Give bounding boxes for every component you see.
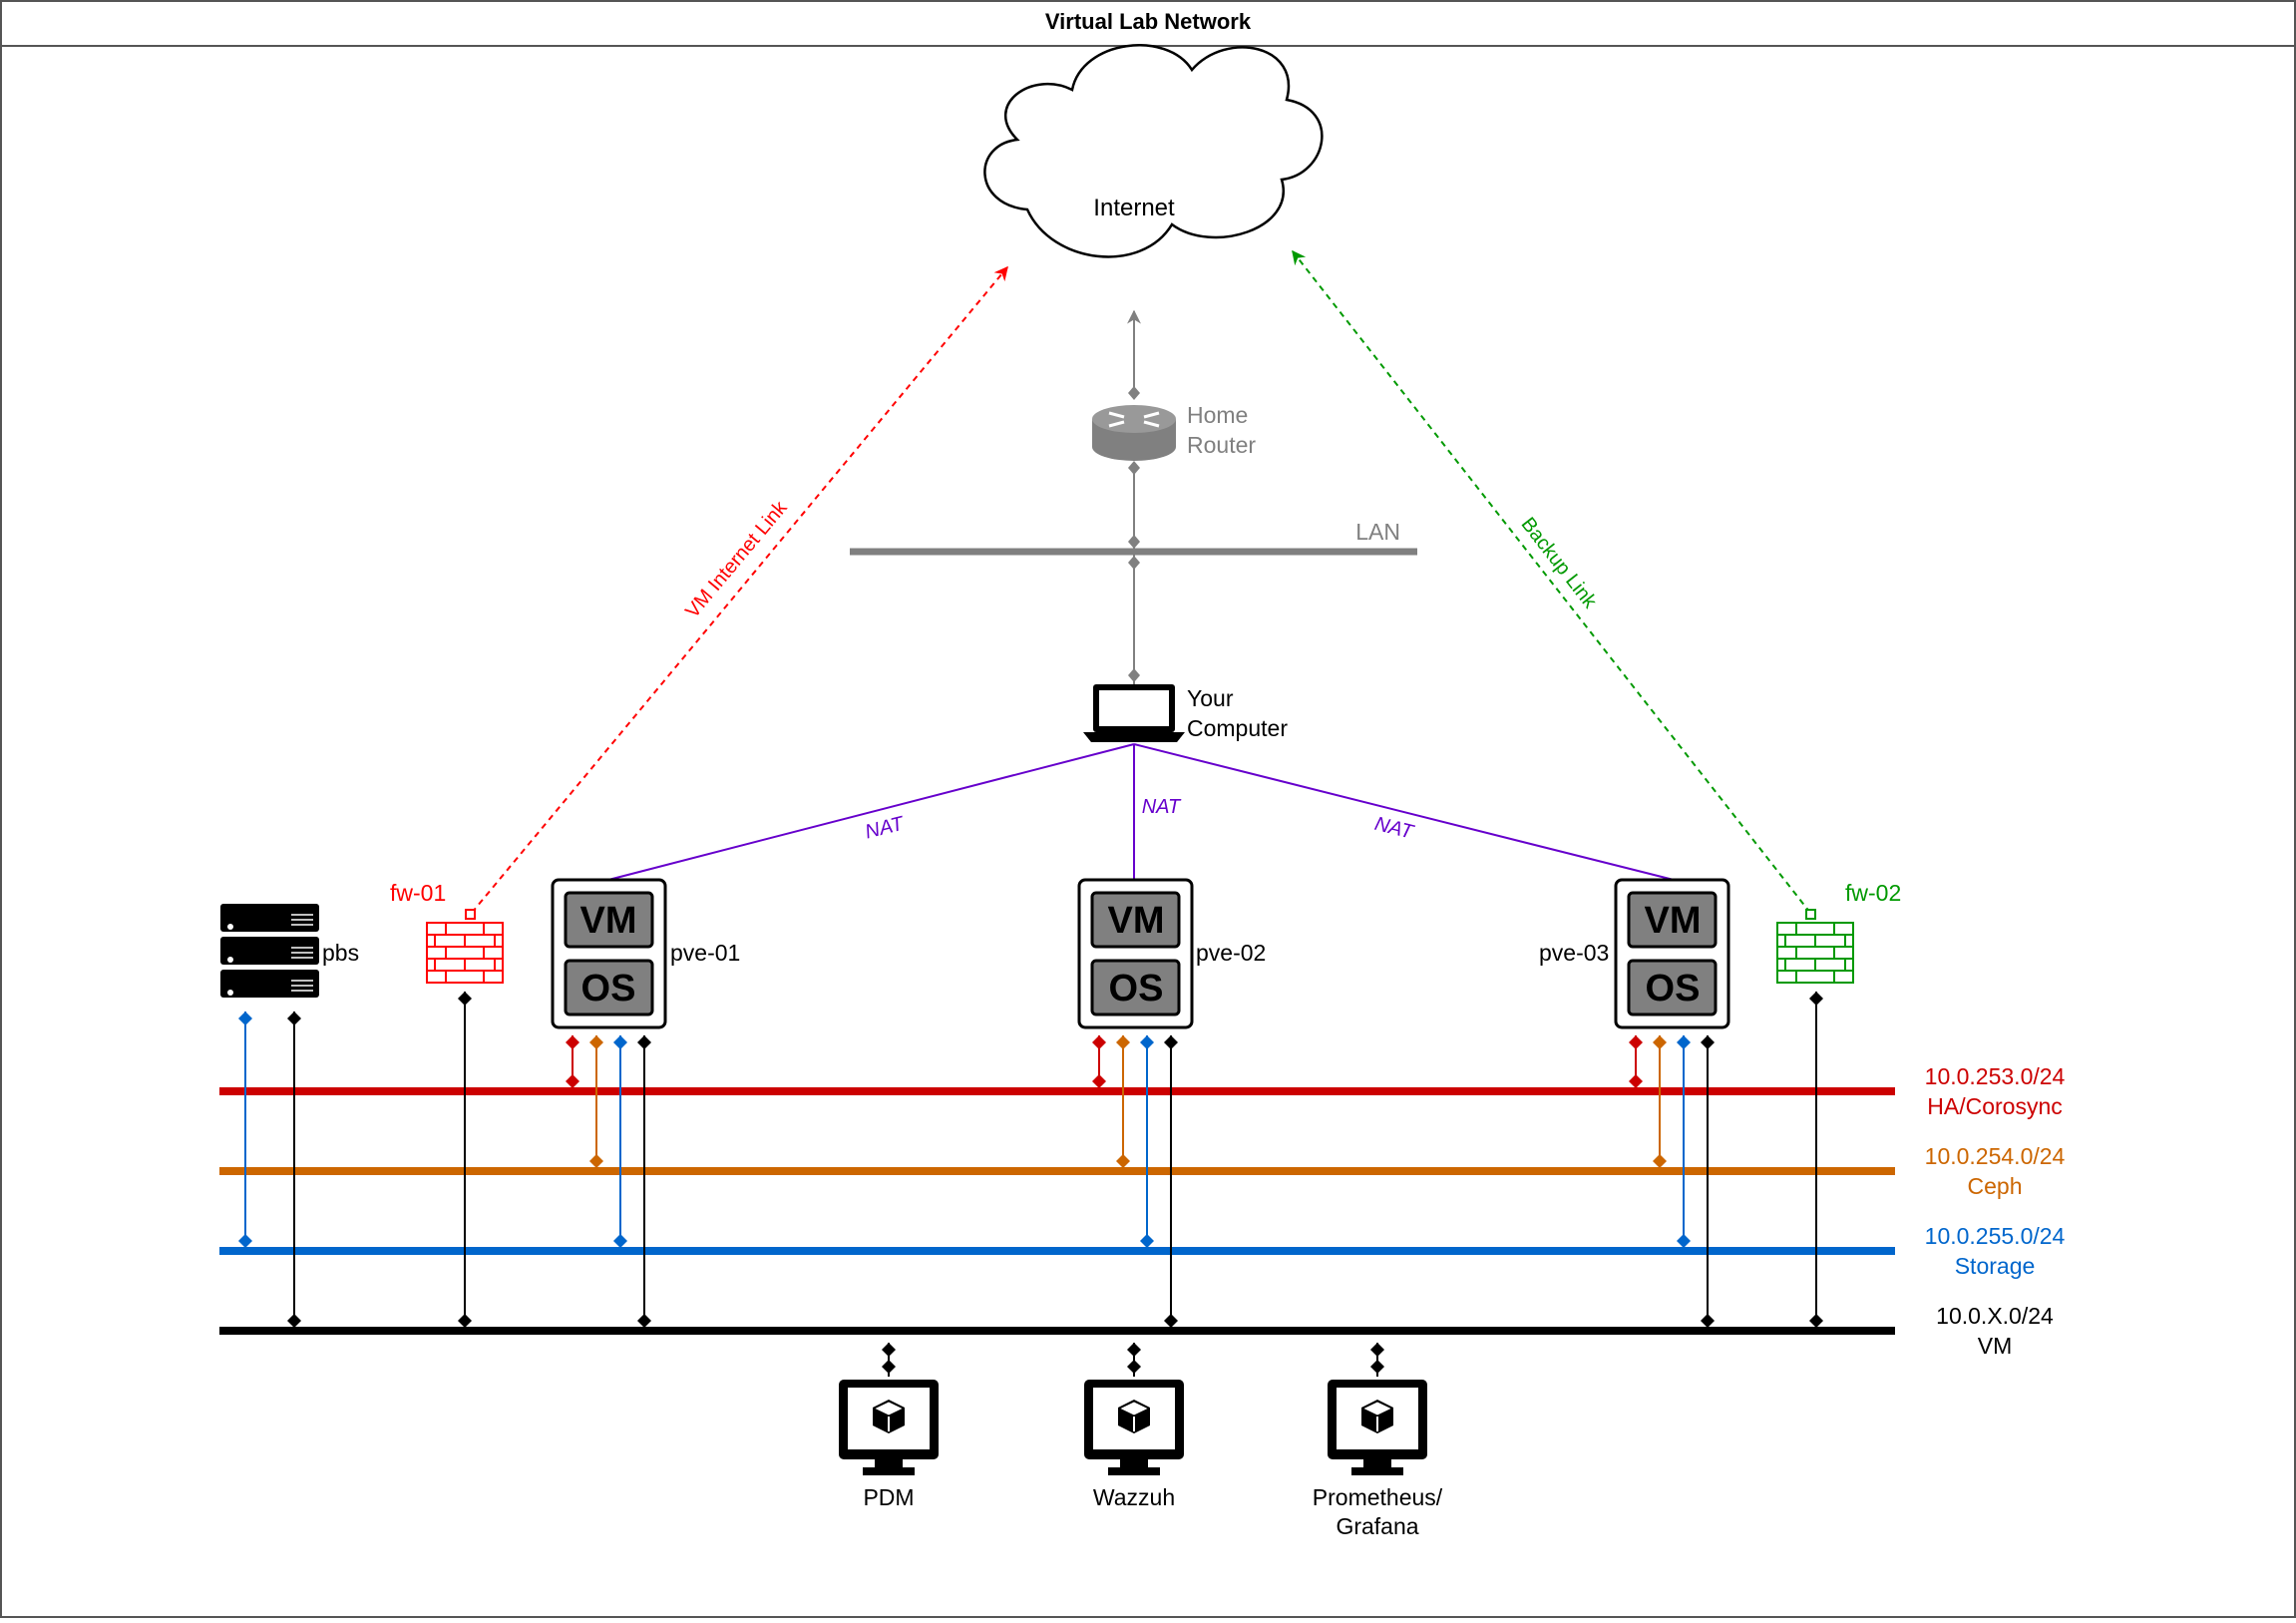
ha-cidr-label: 10.0.253.0/24 [1925, 1063, 2066, 1089]
connector-pve01-storage [613, 1035, 627, 1251]
connector-pve03-vm [1701, 1035, 1715, 1331]
firewall-icon-fw01 [426, 922, 504, 984]
pve02-vm-tag: VM [1108, 900, 1165, 942]
diagram-title: Virtual Lab Network [1045, 9, 1252, 34]
pdm-label: PDM [863, 1484, 914, 1510]
wazzuh-label: Wazzuh [1093, 1484, 1175, 1510]
connector-pbs-vm [287, 1012, 301, 1331]
internet-label: Internet [1093, 195, 1175, 221]
ceph-cidr-label: 10.0.254.0/24 [1925, 1143, 2066, 1169]
connector-pve03-ha [1629, 1035, 1643, 1091]
connector-pve03-ceph [1653, 1035, 1667, 1171]
pdm-vm-icon [838, 1379, 940, 1476]
router-label-line2: Router [1187, 432, 1256, 458]
connector-pve02-ha [1092, 1035, 1106, 1091]
lan-label: LAN [1355, 519, 1400, 545]
router-label-line1: Home [1187, 402, 1248, 428]
backup-link [1292, 249, 1811, 914]
connector-fw02-vm [1809, 992, 1823, 1331]
prometheus-label-line1: Prometheus/ [1313, 1484, 1443, 1510]
nat-links [607, 743, 1675, 881]
computer-label-line2: Computer [1187, 715, 1288, 741]
prometheus-vm-icon [1327, 1379, 1428, 1476]
pve03-vm-tag: VM [1645, 900, 1702, 942]
connector-pve02-ceph [1116, 1035, 1130, 1171]
connector-pve01-ceph [589, 1035, 603, 1171]
laptop-icon [1083, 684, 1185, 742]
vm-internet-link-label: VM Internet Link [681, 497, 792, 622]
router-port-bottom [1128, 461, 1140, 475]
ceph-name-label: Ceph [1968, 1173, 2023, 1199]
connector-wazzuh-vm [1127, 1343, 1141, 1377]
fw02-port [1805, 909, 1816, 920]
connector-pve02-storage [1140, 1035, 1154, 1251]
fw01-label: fw-01 [390, 880, 446, 906]
connector-pve02-vm [1164, 1035, 1178, 1331]
router-port-top [1128, 386, 1140, 400]
vm-name-label: VM [1978, 1333, 2013, 1359]
server-icon [220, 904, 319, 998]
connector-pve01-ha [566, 1035, 579, 1091]
lan-port-top [1128, 535, 1140, 549]
fw01-port [465, 909, 476, 920]
vm-internet-link [471, 265, 1008, 914]
connector-pdm-vm [882, 1343, 896, 1377]
pve01-label: pve-01 [670, 940, 740, 966]
pve01-os-tag: OS [581, 968, 636, 1010]
nat-label-pve03: NAT [1372, 813, 1416, 844]
network-connectors [238, 992, 1823, 1377]
connector-prometheus-vm [1370, 1343, 1384, 1377]
connector-fw01-vm [458, 992, 472, 1331]
prometheus-label-line2: Grafana [1336, 1513, 1418, 1539]
wazzuh-vm-icon [1083, 1379, 1185, 1476]
pve03-label: pve-03 [1539, 940, 1609, 966]
nat-label-pve01: NAT [863, 812, 907, 843]
fw02-label: fw-02 [1845, 880, 1901, 906]
connector-pbs-storage [238, 1012, 252, 1251]
backup-link-label: Backup Link [1517, 514, 1602, 613]
ha-name-label: HA/Corosync [1927, 1093, 2062, 1119]
vm-cidr-label: 10.0.X.0/24 [1936, 1303, 2054, 1329]
storage-cidr-label: 10.0.255.0/24 [1925, 1223, 2066, 1249]
pve01-vm-tag: VM [580, 900, 637, 942]
pve03-os-tag: OS [1646, 968, 1701, 1010]
pbs-label: pbs [322, 940, 359, 966]
internet-cloud-icon [983, 44, 1324, 258]
connector-pve03-storage [1677, 1035, 1691, 1251]
router-icon [1092, 405, 1176, 461]
firewall-icon-fw02 [1776, 922, 1854, 984]
nat-label-pve02: NAT [1142, 796, 1182, 818]
computer-port [1128, 668, 1140, 682]
lan-port-bottom [1128, 556, 1140, 570]
connector-pve01-vm [637, 1035, 651, 1331]
pve02-os-tag: OS [1109, 968, 1164, 1010]
pve02-label: pve-02 [1196, 940, 1266, 966]
computer-label-line1: Your [1187, 685, 1234, 711]
storage-name-label: Storage [1955, 1253, 2036, 1279]
